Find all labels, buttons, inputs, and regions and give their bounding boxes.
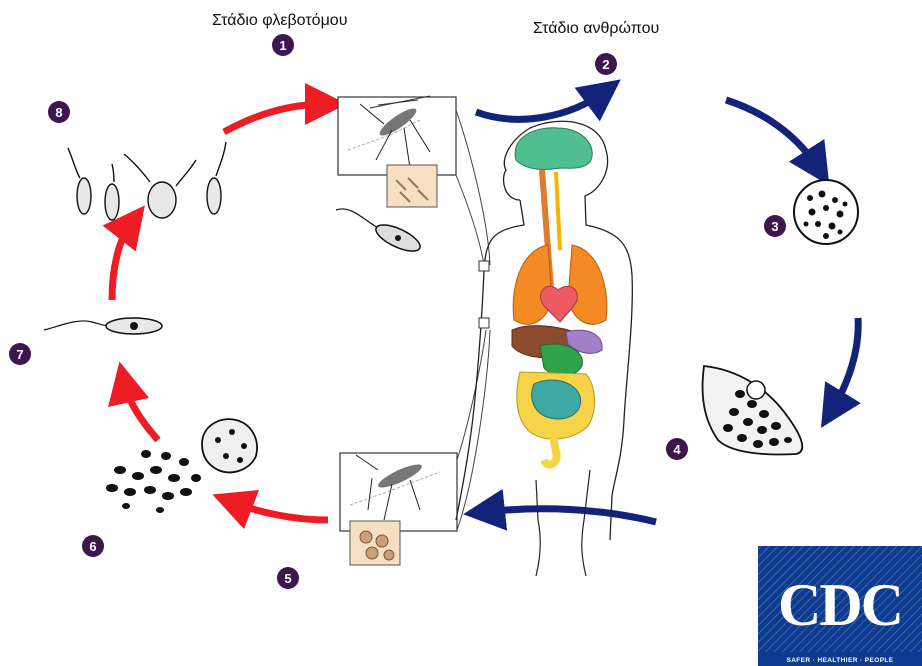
step-badge-8: 8 [48, 101, 70, 123]
amastigotes-in-cell [703, 366, 803, 454]
arrow-3-to-4 [832, 318, 858, 410]
step-badge-7: 7 [9, 343, 31, 365]
svg-text:5: 5 [284, 571, 291, 586]
step-badge-3: 3 [764, 215, 786, 237]
infected-macrophage [794, 180, 858, 244]
arrow-4-to-5 [484, 509, 656, 522]
step-badge-4: 4 [666, 438, 688, 460]
svg-text:7: 7 [16, 347, 23, 362]
svg-text:2: 2 [602, 57, 609, 72]
arrow-2-to-3 [726, 100, 818, 168]
ingested-amastigotes [106, 419, 257, 513]
arrow-8-to-1 [224, 104, 326, 132]
svg-text:4: 4 [673, 442, 681, 457]
promastigote-midgut [44, 318, 162, 334]
svg-text:CDC: CDC [778, 572, 902, 638]
arrow-6-to-7 [124, 382, 158, 440]
step-badge-5: 5 [277, 567, 299, 589]
svg-text:6: 6 [89, 539, 96, 554]
step-badge-1: 1 [272, 34, 294, 56]
dividing-promastigotes [68, 142, 226, 220]
svg-text:1: 1 [279, 38, 286, 53]
svg-text:8: 8 [55, 105, 62, 120]
arrow-5-to-6 [232, 502, 328, 520]
arrow-7-to-8 [112, 222, 132, 300]
step-badge-2: 2 [595, 53, 617, 75]
sandfly-bite-bottom [340, 453, 457, 565]
promastigote-top [336, 209, 424, 256]
svg-text:3: 3 [771, 219, 778, 234]
svg-text:SAFER · HEALTHIER · PEOPLE: SAFER · HEALTHIER · PEOPLE [786, 657, 893, 664]
arrow-1-to-2 [476, 92, 604, 119]
step-badge-6: 6 [82, 535, 104, 557]
sandfly-bite-top [338, 96, 456, 207]
cdc-logo: CDC SAFER · HEALTHIER · PEOPLE [758, 546, 922, 666]
